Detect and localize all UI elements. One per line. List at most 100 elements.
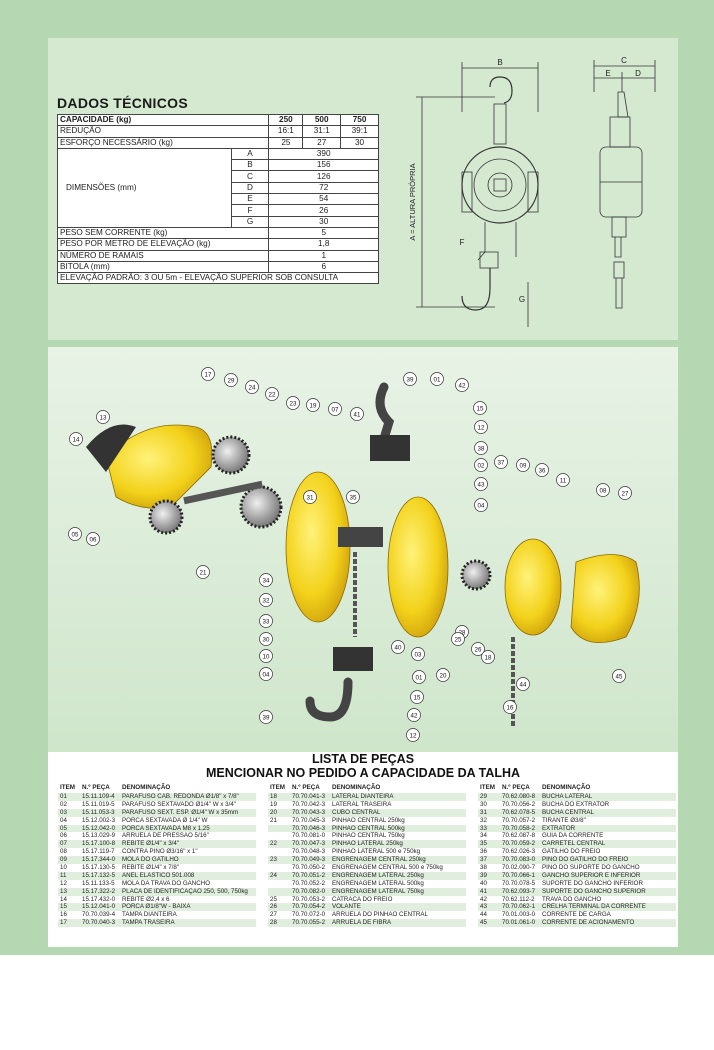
item-number: 08 (60, 848, 67, 856)
part-description: CORRENTE DE ACIONAMENTO (542, 919, 635, 927)
part-number: 70.70.047-3 (292, 840, 326, 848)
callout-circle (481, 650, 495, 664)
handwheel-part (504, 538, 562, 636)
callout-label: 40 (395, 644, 402, 651)
front-side-plate-part (387, 496, 449, 638)
part-description: SUPORTE DO GANCHO SUPERIOR (542, 887, 646, 895)
part-number: 70.70.072-0 (292, 911, 326, 919)
callout-label: 27 (622, 490, 629, 497)
lower-hook-support-part (333, 647, 373, 671)
gauge-row: BITOLA (mm)6 (56, 260, 379, 274)
callout-circle (474, 441, 488, 455)
callout-circle (474, 458, 488, 472)
reduction-row: REDUÇÃO 16:1 31:1 39:1 (56, 125, 379, 138)
part-description: ANEL ELÁSTICO 501.008 (122, 871, 195, 879)
part-description: ENGRENAGEM LATERAL 500kg (332, 879, 424, 887)
item-number: 37 (480, 856, 487, 864)
part-description: CATRACA DO FREIO (332, 895, 393, 903)
part-number: 70.70.039-4 (82, 911, 116, 919)
part-number: 70.70.062-1 (502, 903, 536, 911)
callout-label: 30 (263, 636, 270, 643)
callout-label: 10 (263, 653, 270, 660)
item-number: 09 (60, 856, 67, 864)
gear-part (148, 499, 184, 535)
callout-label: 17 (205, 371, 212, 378)
item-number: 21 (270, 816, 277, 824)
part-number: 70.70.078-5 (502, 879, 536, 887)
callout-label: 03 (415, 651, 422, 658)
footer-row: ELEVAÇÃO PADRÃO: 3 OU 5m - ELEVAÇÃO SUPE… (57, 272, 379, 285)
callout-label: 13 (100, 414, 107, 421)
item-number: 16 (60, 911, 67, 919)
callout-label: 04 (478, 502, 485, 509)
callout-label: 31 (307, 494, 314, 501)
callout-circle (350, 407, 364, 421)
part-description: PINHÃO CENTRAL 750kg (332, 832, 405, 840)
part-number: 70.70.066-1 (502, 871, 536, 879)
item-number: 07 (60, 840, 67, 848)
item-number: 04 (60, 816, 67, 824)
parts-header-cell: ITEM (60, 784, 76, 791)
part-number: 70.01.061-0 (502, 919, 536, 927)
part-description: BUCHA LATERAL (542, 793, 593, 800)
item-number: 06 (60, 832, 67, 840)
dimension-drawing: B C E D F G A = ALTURA PRÓPRIA (408, 56, 656, 327)
parts-header-cell: DENOMINAÇÃO (332, 784, 381, 791)
part-description: PARAFUSO SEXT. ESP. Ø1/4" W x 35mm (122, 808, 239, 816)
technical-data-title: DADOS TÉCNICOS (57, 95, 188, 111)
part-number: 70.70.058-2 (502, 824, 536, 832)
item-number: 38 (480, 864, 487, 872)
part-description: CARRETEL CENTRAL (542, 840, 606, 848)
callout-label: 04 (263, 671, 270, 678)
callout-label: 32 (263, 597, 270, 604)
callout-circle (516, 458, 530, 472)
callout-label: 39 (263, 714, 270, 721)
item-number: 02 (60, 800, 67, 808)
item-number: 31 (480, 808, 487, 816)
callout-label: 14 (73, 436, 80, 443)
callout-label: 09 (520, 462, 527, 469)
part-description: TAMPA DIANTEIRA (122, 911, 177, 919)
part-description: TRAVA DO GANCHO (542, 895, 602, 903)
part-description: MOLA DA TRAVA DO GANCHO (122, 879, 211, 887)
rear-cover-part (105, 424, 213, 509)
callout-circle (535, 463, 549, 477)
parts-header-cell: N.º PEÇA (502, 784, 530, 791)
part-number: 70.02.090-7 (502, 864, 536, 872)
part-number: 15.11.053-3 (82, 808, 115, 816)
item-number: 03 (60, 808, 67, 816)
callout-label: 45 (616, 673, 623, 680)
callout-circle (224, 373, 238, 387)
callout-circle (306, 398, 320, 412)
part-description: PINO DO GATILHO DO FREIO (542, 856, 629, 864)
part-description: ARRUELA DE PRESSÃO 5/16" (122, 832, 209, 840)
callout-circle (201, 367, 215, 381)
callout-circle (303, 490, 317, 504)
part-description: SUPORTE DO GANCHO INFERIOR (542, 879, 643, 887)
callout-label: 16 (507, 704, 514, 711)
item-number: 25 (270, 895, 277, 903)
part-number: 70.70.050-2 (292, 864, 326, 872)
callout-label: 06 (90, 536, 97, 543)
callout-label: 19 (310, 402, 317, 409)
callout-label: 15 (477, 405, 484, 412)
callout-circle (69, 432, 83, 446)
part-number: 70.70.045-3 (292, 816, 326, 824)
callout-label: 39 (407, 376, 414, 383)
part-number: 70.70.054-2 (292, 903, 326, 911)
